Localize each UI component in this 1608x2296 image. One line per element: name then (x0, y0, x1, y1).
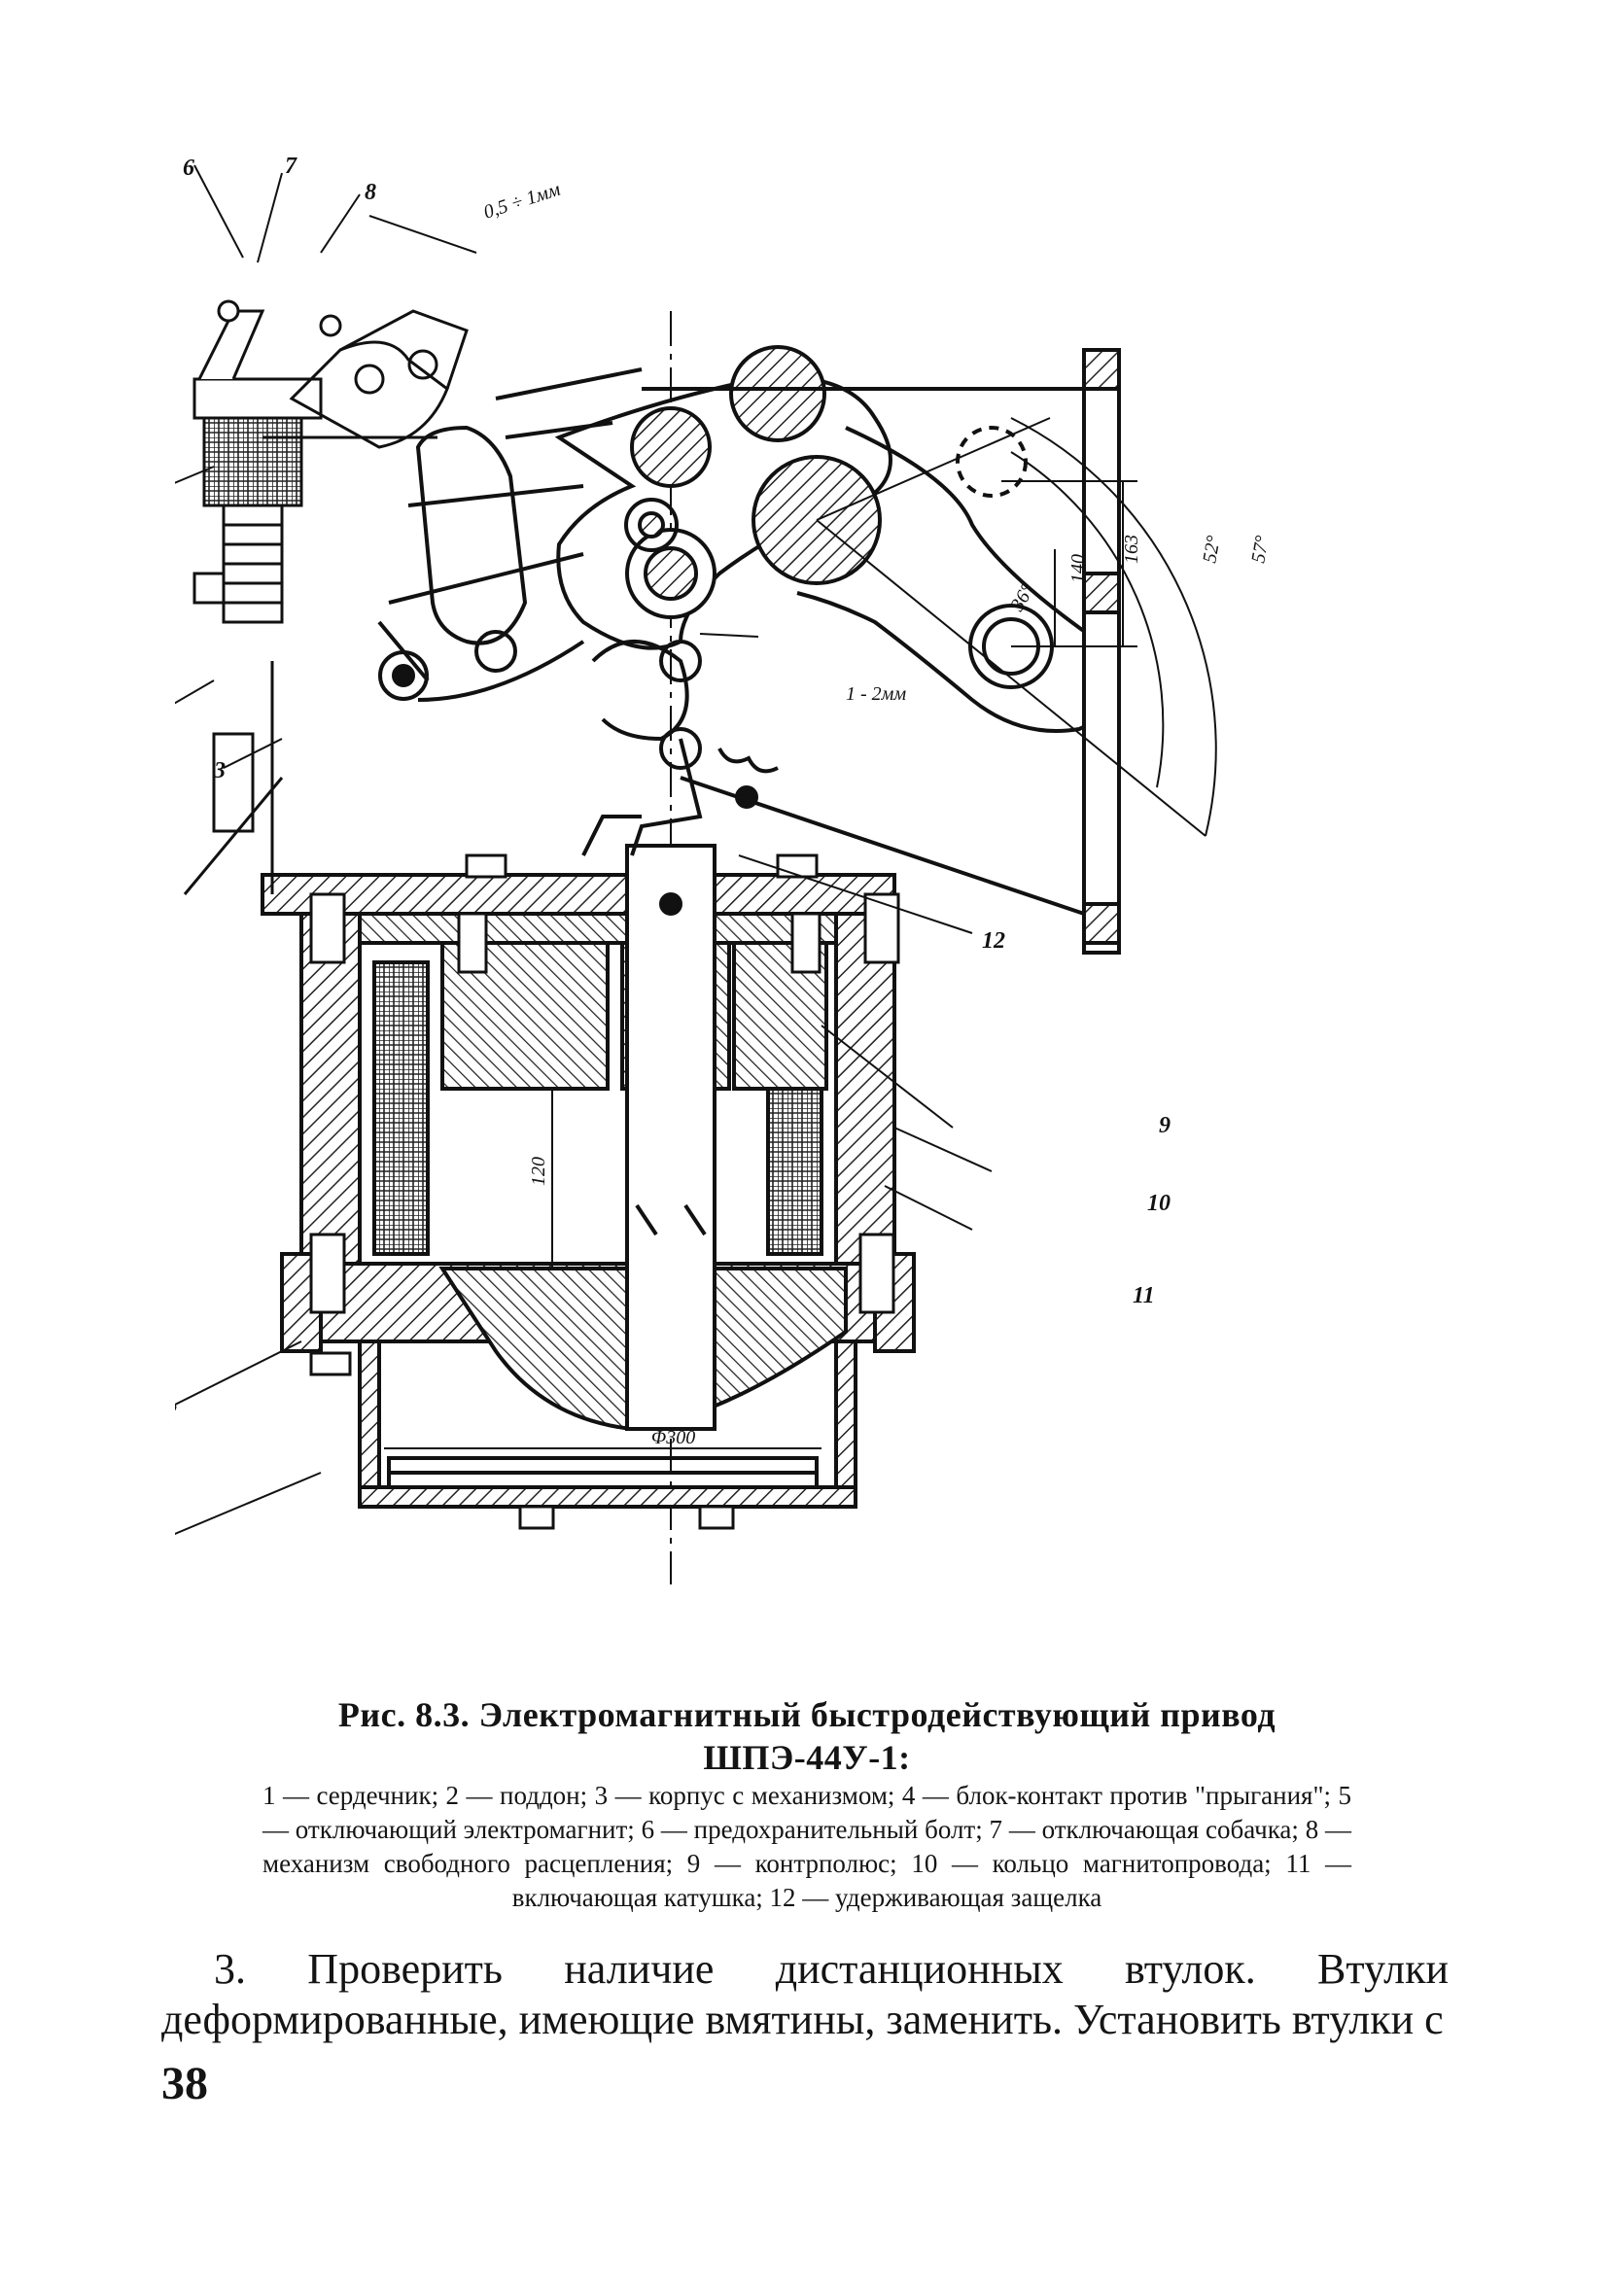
free-tripping-mechanism (289, 309, 469, 449)
plunger (625, 844, 717, 1431)
callout-3: 3 (213, 758, 226, 783)
dimension-163: 163 (1121, 535, 1142, 564)
callout-10: 10 (1147, 1191, 1171, 1216)
dimension-120: 120 (528, 1157, 549, 1186)
callout-7: 7 (285, 156, 297, 179)
dimension-gap: 0,5 ÷ 1мм (481, 179, 564, 224)
callout-leaders (155, 164, 993, 1537)
dimension-diameter: Φ300 (651, 1427, 695, 1448)
technical-drawing: 6 7 8 5 4 3 12 9 10 11 2 1 0,5 ÷ 1мм 1 -… (146, 154, 1274, 1584)
callout-9: 9 (1159, 1113, 1171, 1138)
callout-1: 1 (175, 1531, 177, 1556)
bolts (309, 853, 900, 1530)
callout-11: 11 (1133, 1283, 1155, 1308)
dimension-52deg: 52° (1199, 534, 1225, 564)
figure-caption-title: Рис. 8.3. Электромагнитный быстродейству… (337, 1695, 1276, 1777)
mechanism (377, 345, 1217, 955)
left-assembly (183, 299, 437, 895)
dimension-clearance: 1 - 2мм (846, 683, 906, 705)
callout-8: 8 (365, 180, 376, 205)
page-number: 38 (161, 2058, 208, 2109)
callout-6: 6 (183, 156, 194, 181)
dimension-lines (384, 1089, 821, 1449)
dimension-57deg: 57° (1247, 534, 1274, 564)
figure-caption-legend: 1 — сердечник; 2 — поддон; 3 — корпус с … (262, 1781, 1351, 1912)
callout-12: 12 (982, 928, 1005, 954)
callout-2: 2 (175, 1400, 177, 1425)
dimension-140: 140 (1067, 554, 1089, 583)
figure-drive-drawing: 6 7 8 5 4 3 12 9 10 11 2 1 0,5 ÷ 1мм 1 -… (146, 154, 1439, 1672)
body-paragraph: 3. Проверить наличие дистанционных втуло… (161, 1945, 1449, 2043)
